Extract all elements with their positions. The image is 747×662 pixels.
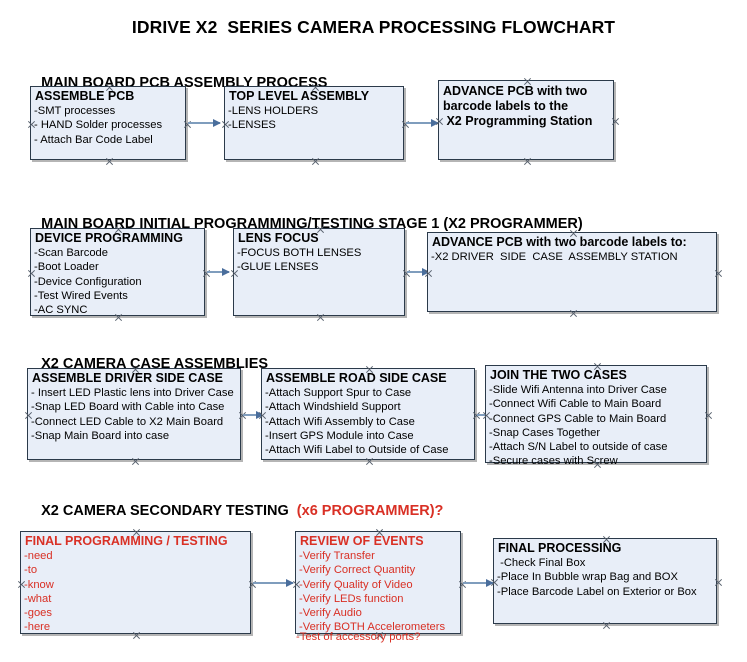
- node-review-of-events[interactable]: REVIEW OF EVENTS -Verify Transfer -Verif…: [295, 531, 461, 634]
- connector-lens-focus-to-advance-pcb: [407, 268, 430, 276]
- node-line: -Connect GPS Cable to Main Board: [489, 412, 667, 425]
- connector-handle-bottom[interactable]: [523, 157, 532, 166]
- connector-handle-bottom[interactable]: [131, 457, 140, 466]
- node-line: -Insert GPS Module into Case: [265, 429, 414, 442]
- node-line: -Connect Wifi Cable to Main Board: [489, 398, 662, 411]
- node-title: FINAL PROCESSING: [498, 541, 622, 555]
- node-line: -Snap LED Board with Cable into Case: [31, 401, 225, 414]
- connector-assemble-pcb-to-top-level-assembly: [188, 119, 221, 127]
- node-line: -Snap Cases Together: [489, 426, 601, 439]
- node-advance-pcb-to-x2-programming-station[interactable]: ADVANCE PCB with two barcode labels to t…: [438, 80, 614, 160]
- node-line: -AC SYNC: [34, 304, 88, 317]
- node-line: -Place Barcode Label on Exterior or Box: [497, 585, 697, 598]
- node-line: -Attach Windshield Support: [265, 401, 401, 414]
- node-line: -LENS HOLDERS: [228, 105, 319, 117]
- connector-handle-right[interactable]: [714, 269, 723, 278]
- page-title: IDRIVE X2 SERIES CAMERA PROCESSING FLOWC…: [131, 17, 616, 37]
- node-line: -what: [24, 592, 52, 605]
- node-line: -Secure cases with Screw: [489, 455, 618, 468]
- node-title: FINAL PROGRAMMING / TESTING: [25, 534, 228, 548]
- node-assemble-pcb[interactable]: ASSEMBLE PCB -SMT processes - HAND Solde…: [30, 86, 186, 160]
- node-line: -need: [24, 550, 53, 562]
- node-title: ASSEMBLE DRIVER SIDE CASE: [32, 371, 224, 385]
- node-line: -Boot Loader: [34, 261, 99, 274]
- node-line: -X2 DRIVER SIDE CASE ASSEMBLY STATION: [431, 251, 678, 263]
- node-title: TOP LEVEL ASSEMBLY: [229, 89, 370, 103]
- node-title: ASSEMBLE PCB: [35, 89, 135, 103]
- node-line: -Verify Transfer: [299, 550, 375, 562]
- node-line: -Verify Correct Quantity: [299, 564, 416, 577]
- connector-handle-bottom[interactable]: [316, 313, 325, 322]
- node-line: - Attach Bar Code Label: [34, 133, 153, 146]
- node-title: ADVANCE PCB with two barcode labels to:: [432, 235, 687, 249]
- node-line: -goes: [24, 607, 52, 620]
- node-line: - HAND Solder processes: [34, 119, 163, 132]
- connector-driver-side-to-road-side: [243, 411, 264, 419]
- node-title: REVIEW OF EVENTS: [300, 534, 424, 548]
- node-line: -Snap Main Board into case: [31, 429, 170, 442]
- node-title: LENS FOCUS: [238, 231, 319, 245]
- node-line: -know: [24, 578, 54, 591]
- node-line: -Test Wired Events: [34, 289, 128, 302]
- section-heading-accent: (x6 PROGRAMMER)?: [296, 503, 444, 519]
- node-line: -Check Final Box: [497, 557, 586, 569]
- node-line: -Scan Barcode: [34, 247, 109, 259]
- node-review-of-events-overflow-line: -Test of accessory ports?: [296, 631, 421, 643]
- node-line: -Attach Wifi Label to Outside of Case: [265, 444, 449, 457]
- node-line: -Connect LED Cable to X2 Main Board: [31, 415, 224, 428]
- node-assemble-road-side-case[interactable]: ASSEMBLE ROAD SIDE CASE -Attach Support …: [261, 368, 475, 460]
- node-device-programming[interactable]: DEVICE PROGRAMMING -Scan Barcode -Boot L…: [30, 228, 205, 316]
- node-advance-pcb-to-driver-side-case-station[interactable]: ADVANCE PCB with two barcode labels to: …: [427, 232, 717, 312]
- connector-handle-bottom[interactable]: [602, 621, 611, 630]
- node-line: -Slide Wifi Antenna into Driver Case: [489, 384, 667, 396]
- connector-handle-bottom[interactable]: [311, 157, 320, 166]
- node-line: -Verify Quality of Video: [299, 578, 413, 591]
- node-line: -here: [24, 621, 51, 634]
- node-line: -Attach Wifi Assembly to Case: [265, 415, 415, 428]
- node-join-the-two-cases[interactable]: JOIN THE TWO CASES -Slide Wifi Antenna i…: [485, 365, 707, 467]
- connector-review-of-events-to-final-processing: [463, 579, 494, 587]
- node-lens-focus[interactable]: LENS FOCUS -FOCUS BOTH LENSES -GLUE LENS…: [233, 228, 405, 316]
- connector-top-level-assembly-to-advance-pcb: [406, 119, 439, 127]
- node-line: -Place In Bubble wrap Bag and BOX: [497, 571, 678, 584]
- node-final-processing[interactable]: FINAL PROCESSING -Check Final Box -Place…: [493, 538, 717, 624]
- node-line: -Device Configuration: [34, 275, 142, 288]
- section-heading-text: X2 CAMERA SECONDARY TESTING: [41, 503, 297, 519]
- connector-handle-bottom[interactable]: [365, 457, 374, 466]
- node-line: -Attach Support Spur to Case: [265, 387, 412, 399]
- node-line: - Insert LED Plastic lens into Driver Ca…: [31, 387, 234, 399]
- node-line: -SMT processes: [34, 105, 116, 117]
- section-heading-x2-camera-secondary-testing: X2 CAMERA SECONDARY TESTING (x6 PROGRAMM…: [25, 487, 443, 535]
- connector-handle-bottom[interactable]: [105, 157, 114, 166]
- node-title: ASSEMBLE ROAD SIDE CASE: [266, 371, 447, 385]
- node-line: -Attach S/N Label to outside of case: [489, 441, 668, 454]
- node-title: ADVANCE PCB with two barcode labels to t…: [443, 84, 593, 128]
- node-line: -Verify BOTH Accelerometers: [299, 621, 446, 634]
- connector-handle-bottom[interactable]: [569, 309, 578, 318]
- connector-device-programming-to-lens-focus: [207, 268, 230, 276]
- node-assemble-driver-side-case[interactable]: ASSEMBLE DRIVER SIDE CASE - Insert LED P…: [27, 368, 241, 460]
- node-line: -GLUE LENSES: [237, 261, 319, 274]
- node-line: -Verify Audio: [299, 607, 362, 620]
- node-line: -LENSES: [228, 119, 276, 132]
- node-top-level-assembly[interactable]: TOP LEVEL ASSEMBLY -LENS HOLDERS -LENSES: [224, 86, 404, 160]
- node-title: JOIN THE TWO CASES: [490, 368, 627, 382]
- node-title: DEVICE PROGRAMMING: [35, 231, 183, 245]
- node-line: -to: [24, 564, 38, 577]
- connector-final-programming-to-review-of-events: [253, 579, 294, 587]
- node-final-programming-testing[interactable]: FINAL PROGRAMMING / TESTING -need -to -k…: [20, 531, 251, 634]
- node-line: -FOCUS BOTH LENSES: [237, 247, 362, 259]
- node-line: -Verify LEDs function: [299, 592, 404, 605]
